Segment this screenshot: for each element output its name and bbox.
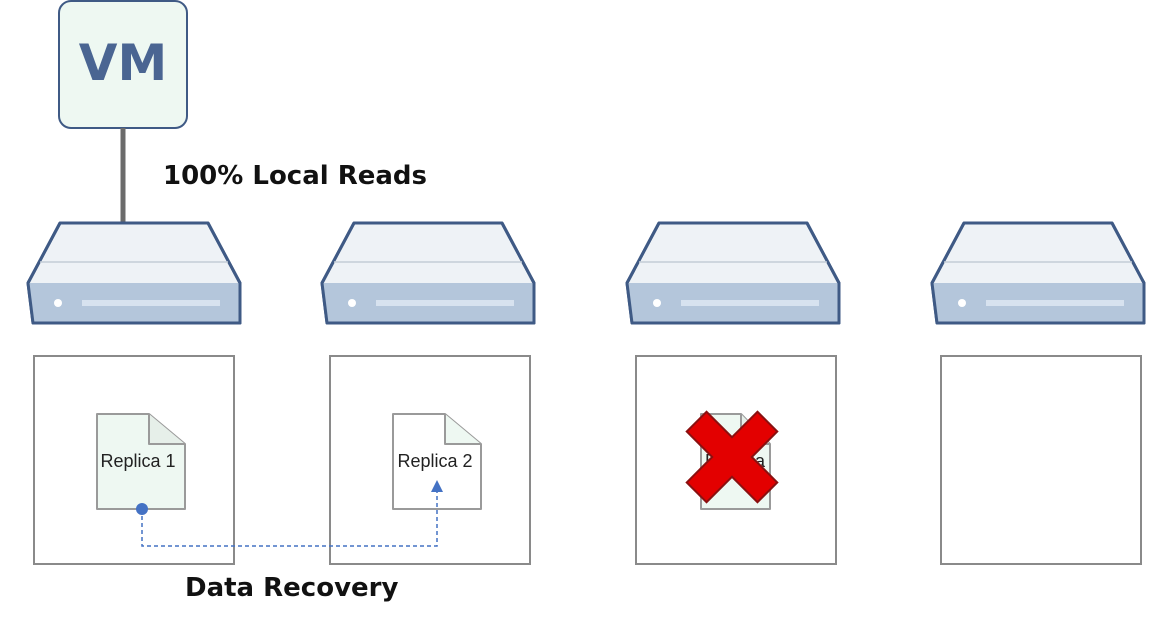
recovery-path [136,480,443,547]
server-icon [320,221,536,325]
failure-x-icon [685,410,779,504]
server-3[interactable] [625,221,841,325]
document-icon [96,413,186,510]
recovery-arrow-head [431,480,443,492]
server-icon [930,221,1146,325]
server-2[interactable] [320,221,536,325]
replica-1[interactable]: Replica 1 [96,413,186,510]
replica-3-failed[interactable]: Replica [661,386,802,527]
server-1[interactable] [26,221,242,325]
data-recovery-label: Data Recovery [185,573,398,603]
server-icon [625,221,841,325]
storage-box-4[interactable] [940,355,1142,565]
replica-2-label: Replica 2 [397,451,472,471]
vm-box[interactable]: VM [58,0,188,129]
server-4[interactable] [930,221,1146,325]
replica-2[interactable]: Replica 2 [392,413,482,510]
replica-1-label: Replica 1 [100,451,175,471]
local-reads-label: 100% Local Reads [163,161,427,191]
server-icon [26,221,242,325]
vm-label: VM [79,34,167,92]
document-icon [392,413,482,510]
